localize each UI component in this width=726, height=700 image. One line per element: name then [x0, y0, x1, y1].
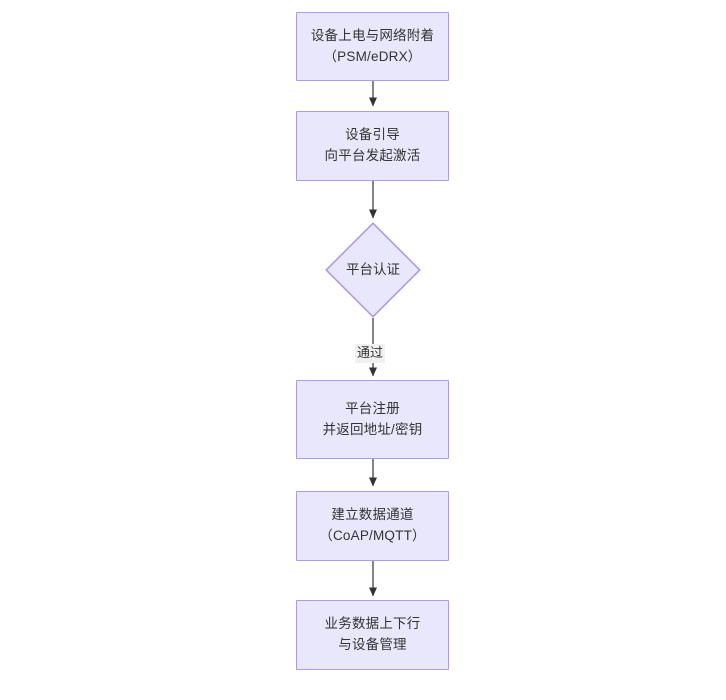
node-data-channel-line-1: 建立数据通道: [331, 507, 414, 523]
node-platform-register[interactable]: 平台注册 并返回地址/密钥: [296, 380, 449, 459]
node-business-data-line-1: 业务数据上下行: [324, 616, 421, 632]
node-power-on[interactable]: 设备上电与网络附着 （PSM/eDRX）: [296, 12, 449, 81]
node-platform-register-line-1: 平台注册: [345, 400, 400, 416]
diamond-shape: [325, 222, 421, 318]
node-platform-register-line-2: 并返回地址/密钥: [322, 421, 423, 437]
node-power-on-line-2: （PSM/eDRX）: [323, 48, 422, 64]
node-bootstrap[interactable]: 设备引导 向平台发起激活: [296, 111, 449, 181]
edge-label-pass: 通过: [355, 344, 386, 363]
node-bootstrap-line-1: 设备引导: [345, 127, 400, 143]
node-platform-auth[interactable]: 平台认证: [325, 222, 421, 318]
node-data-channel-line-2: （CoAP/MQTT）: [319, 528, 426, 543]
node-data-channel[interactable]: 建立数据通道 （CoAP/MQTT）: [296, 491, 449, 561]
node-business-data[interactable]: 业务数据上下行 与设备管理: [296, 600, 449, 670]
node-business-data-line-2: 与设备管理: [338, 637, 407, 652]
node-power-on-line-1: 设备上电与网络附着: [310, 27, 435, 43]
node-bootstrap-line-2: 向平台发起激活: [324, 148, 421, 163]
node-platform-auth-label: 平台认证: [346, 261, 400, 277]
